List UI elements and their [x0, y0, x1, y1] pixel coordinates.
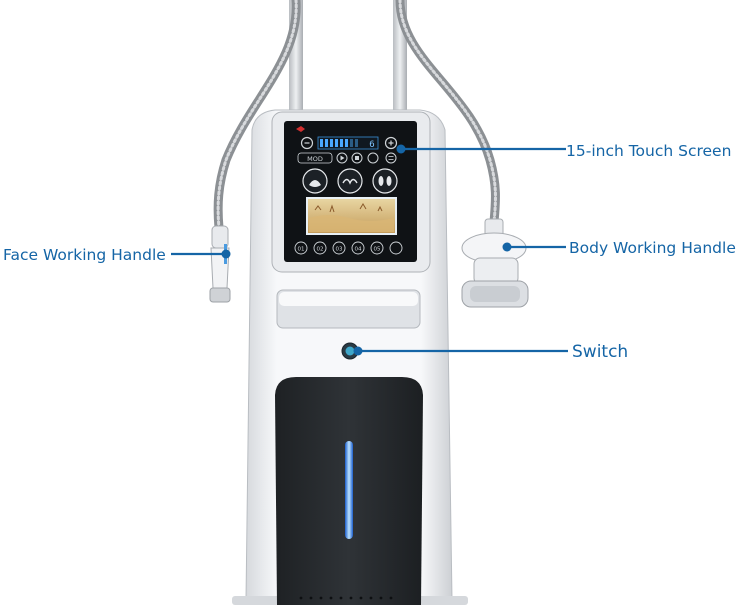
program-button-02[interactable] — [313, 241, 327, 255]
touch-screen-ui: 6 MOD 01 02 03 04 — [294, 126, 403, 255]
face-working-handle — [209, 225, 231, 303]
handle-cables — [213, 0, 500, 233]
menu-icon[interactable] — [385, 152, 397, 164]
touch-screen-callout-label: 15-inch Touch Screen — [566, 142, 732, 160]
program-button-03[interactable] — [332, 241, 346, 255]
program-label-05: 05 — [374, 247, 381, 253]
plus-button[interactable] — [384, 136, 398, 150]
handle-slot — [276, 289, 421, 329]
light-strip — [345, 441, 353, 539]
program-label-01: 01 — [298, 247, 305, 253]
massage-mode-icon[interactable] — [337, 168, 363, 194]
mode-label: MOD — [307, 155, 323, 163]
brand-logo-icon — [296, 126, 305, 132]
settings-icon[interactable] — [367, 152, 379, 164]
support-poles — [289, 0, 407, 115]
program-button-04[interactable] — [351, 241, 365, 255]
program-label-04: 04 — [355, 247, 362, 253]
stop-button[interactable] — [351, 152, 363, 164]
body-handle-callout-label: Body Working Handle — [569, 239, 736, 257]
level-bar — [320, 139, 358, 147]
program-label-02: 02 — [317, 247, 324, 253]
switch-callout-label: Switch — [572, 342, 629, 362]
program-label-03: 03 — [336, 247, 343, 253]
vent-holes — [299, 596, 393, 600]
body-working-handle — [461, 218, 529, 308]
program-button-05[interactable] — [370, 241, 384, 255]
level-value: 6 — [369, 140, 374, 150]
play-button[interactable] — [336, 152, 348, 164]
roller-mode-icon[interactable] — [372, 168, 398, 194]
face-handle-callout-label: Face Working Handle — [3, 246, 166, 264]
mode-selector[interactable] — [297, 152, 333, 164]
program-buttons: 01 02 03 04 05 — [294, 241, 403, 255]
power-switch[interactable] — [341, 342, 359, 360]
minus-button[interactable] — [300, 136, 314, 150]
callout-lines — [171, 144, 568, 356]
program-button-01[interactable] — [294, 241, 308, 255]
lower-panel — [275, 377, 423, 605]
home-icon[interactable] — [389, 241, 403, 255]
